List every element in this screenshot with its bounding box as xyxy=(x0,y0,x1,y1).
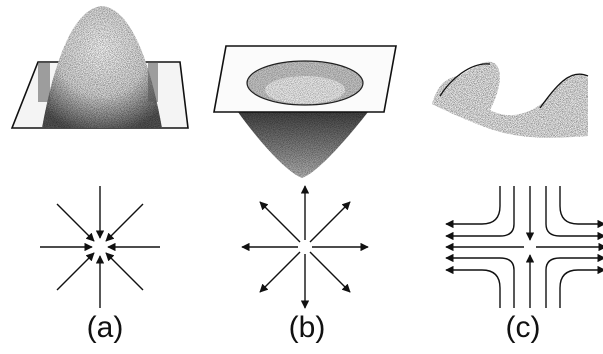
panel-label-a: (a) xyxy=(86,311,124,344)
arrow-b-se xyxy=(309,251,351,293)
panel-label-b: (b) xyxy=(288,311,326,344)
field-c-saddle xyxy=(445,186,603,308)
arrow-a-ne xyxy=(105,203,144,242)
right-rim-a xyxy=(148,62,158,102)
field-a-sink xyxy=(40,186,160,308)
arrow-c-lr-inner xyxy=(545,253,603,308)
saddle-ridge-right xyxy=(539,73,589,109)
arrow-c-ul-outer xyxy=(445,186,501,229)
surface-a-peak xyxy=(10,6,189,129)
arrow-c-ll-inner xyxy=(445,253,515,308)
arrow-a-sw xyxy=(56,252,95,291)
surface-c-saddle xyxy=(432,61,589,138)
arrow-c-ul-inner xyxy=(445,186,515,241)
field-b-source xyxy=(241,185,369,309)
arrow-a-nw xyxy=(56,203,95,242)
left-rim-a xyxy=(38,62,50,102)
arrow-b-ne xyxy=(309,201,351,243)
arrow-c-ur-inner xyxy=(545,186,603,241)
arrow-c-ur-outer xyxy=(559,186,603,229)
panel-label-c: (c) xyxy=(505,311,541,344)
arrow-c-lr-outer xyxy=(559,265,603,308)
arrow-b-sw xyxy=(259,251,301,293)
arrow-c-ll-outer xyxy=(445,265,501,308)
surface-b-funnel xyxy=(213,45,397,178)
arrow-a-se xyxy=(105,252,144,291)
arrow-b-nw xyxy=(259,201,301,243)
saddle-ridge-left xyxy=(439,63,491,97)
